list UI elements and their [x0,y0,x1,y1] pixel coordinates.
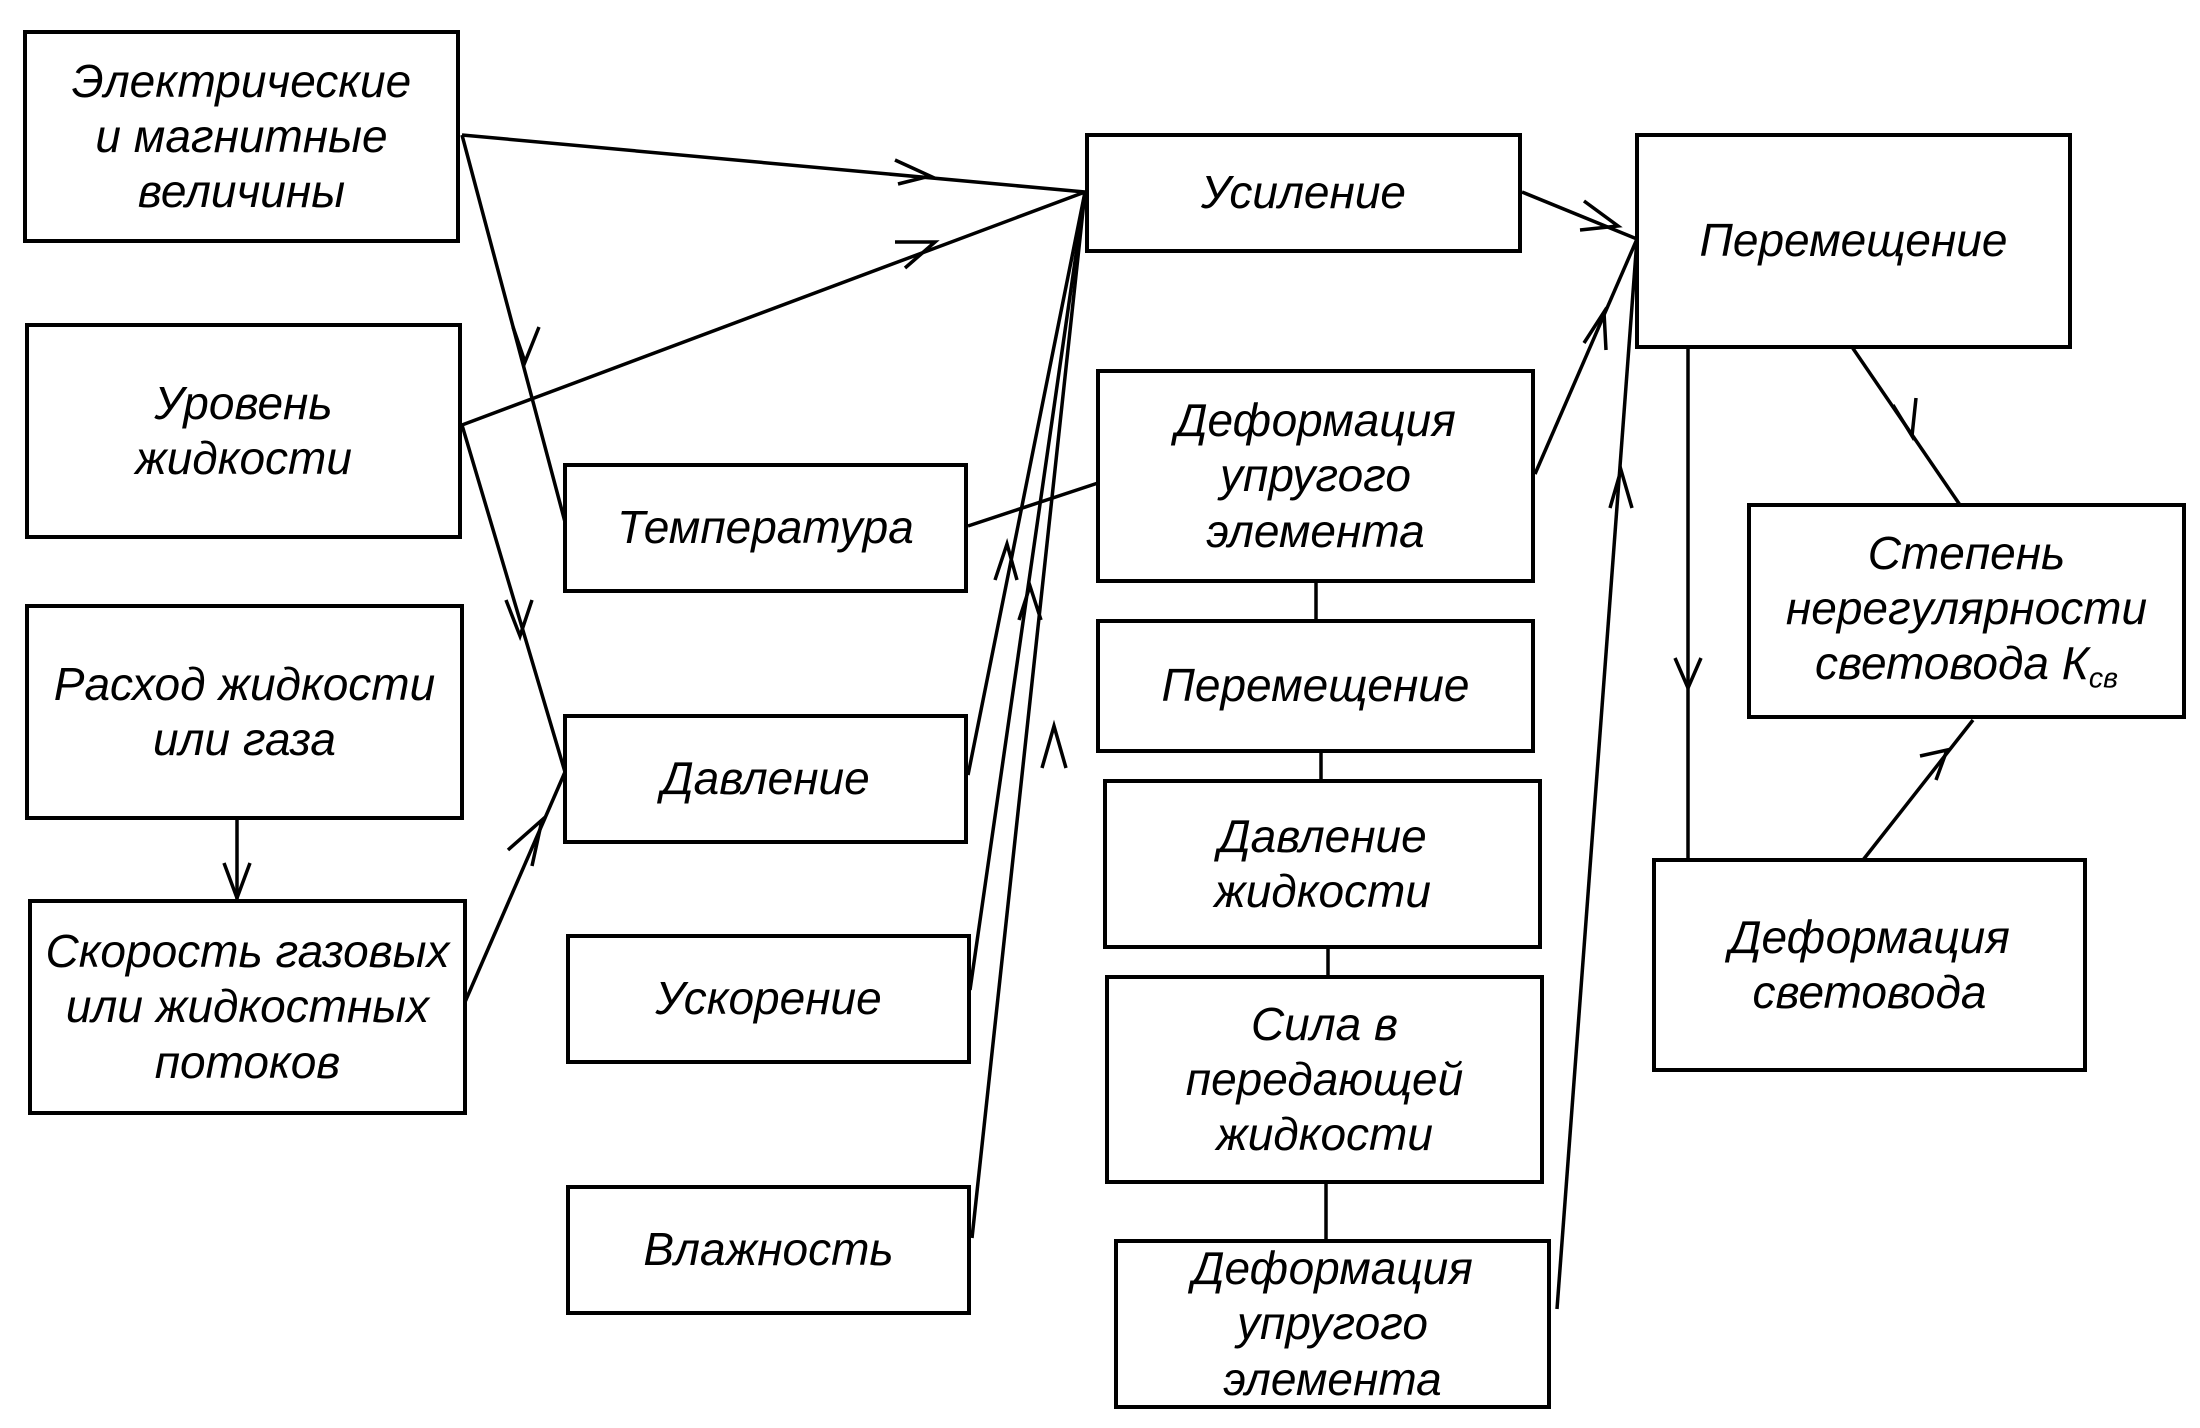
box-fiber-deformation: Деформация световода [1652,858,2087,1072]
arrow-electric-to-amplification [461,133,1086,194]
box-label: Степень нерегулярности световода Ксв [1786,526,2147,696]
box-label: Деформация световода [1729,910,2010,1018]
box-label: Расход жидкости или газа [53,657,436,765]
arrowhead [222,862,252,904]
arrow-elastic-to-displacement [1533,238,1639,475]
arrowhead [1608,463,1634,509]
box-elastic-deformation: Деформация упругого элемента [1096,369,1535,583]
arrowhead [993,538,1019,581]
arrowhead [1919,747,1950,781]
arrow-level-to-pressure [460,424,567,773]
box-temperature: Температура [563,463,968,593]
box-flow-speed: Скорость газовых или жидкостных потоков [28,899,467,1115]
box-label: Деформация упругого элемента [1175,394,1456,557]
box-label: Скорость газовых или жидкостных потоков [45,925,450,1088]
arrowhead [1017,580,1043,621]
box-displacement-middle: Перемещение [1096,619,1535,753]
arrowhead [1582,306,1608,351]
box-flow-rate: Расход жидкости или газа [25,604,464,820]
box-label: Перемещение [1699,214,2008,267]
box-label: Электрические и магнитные величины [71,54,412,218]
box-force-in-fluid: Сила в передающей жидкости [1105,975,1544,1184]
arrowhead [506,815,545,867]
box-label: Давление жидкости [1214,809,1431,917]
box-label: Температура [617,501,914,554]
arrow-humidity-to-amplification [970,191,1087,1239]
box-electric-magnetic: Электрические и магнитные величины [23,30,460,243]
box-label: Сила в передающей жидкости [1185,997,1464,1161]
box-fluid-pressure: Давление жидкости [1103,779,1542,949]
box-label: Ускорение [655,972,882,1025]
box-displacement-right: Перемещение [1635,133,2072,349]
box-irregularity-degree: Степень нерегулярности световода Ксв [1747,503,2186,719]
box-elastic-deformation-2: Деформация упругого элемента [1114,1239,1551,1409]
arrowhead [894,158,936,186]
box-amplification: Усиление [1085,133,1522,253]
box-label: Давление [661,752,870,805]
irregularity-text: Степень нерегулярности световода К [1785,526,2148,690]
arrowhead [1891,397,1918,442]
box-label: Уровень жидкости [135,376,352,484]
arrowhead [504,599,534,642]
box-humidity: Влажность [566,1185,971,1315]
arrowhead [1040,719,1068,769]
irregularity-subscript: св [2088,662,2119,695]
arrow-elastic2-to-displacement [1555,238,1639,1310]
arrow-amplification-to-displacement [1521,190,1638,241]
arrowhead [1579,199,1623,232]
box-label: Перемещение [1161,659,1470,712]
box-acceleration: Ускорение [566,934,971,1064]
line-temperature-to-elastic [967,481,1099,528]
box-label: Влажность [643,1223,894,1276]
box-label: Усиление [1201,166,1406,219]
box-liquid-level: Уровень жидкости [25,323,462,539]
box-label: Деформация упругого элемента [1192,1242,1473,1405]
arrow-level-to-amplification [461,190,1086,427]
box-pressure: Давление [563,714,968,844]
arrowhead [1673,657,1703,693]
arrowhead [895,240,940,270]
arrowhead [511,326,541,368]
arrow-pressure-to-amplification [966,191,1087,776]
arrow-flowspeed-to-pressure [463,771,567,1003]
arrow-fiber-deform-to-irregularity [1861,718,1975,862]
